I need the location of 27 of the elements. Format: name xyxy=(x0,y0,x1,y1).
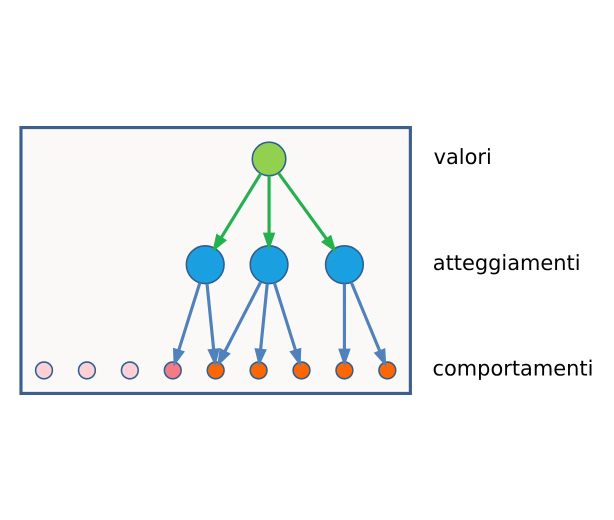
node-circle xyxy=(120,360,139,380)
node-circle xyxy=(206,360,225,380)
node-circle xyxy=(335,360,354,380)
node-circle xyxy=(292,360,311,380)
node-circle xyxy=(34,360,54,380)
node-circle xyxy=(186,244,225,284)
label: valori xyxy=(434,144,492,169)
arrow xyxy=(277,172,337,252)
arrow xyxy=(350,281,386,366)
arrow xyxy=(212,172,262,252)
arrow xyxy=(254,283,269,366)
node-circle xyxy=(249,360,268,380)
cluster xyxy=(19,126,412,394)
arrow xyxy=(272,282,302,366)
label: atteggiamenti xyxy=(432,250,581,274)
node-circle xyxy=(378,360,396,380)
arrow xyxy=(173,282,202,366)
node-circle xyxy=(324,244,364,284)
node-circle xyxy=(249,244,289,284)
arrow xyxy=(262,175,276,250)
arrow xyxy=(338,283,351,366)
node-circle xyxy=(252,140,287,176)
label: comportamenti xyxy=(432,356,594,380)
arrow xyxy=(217,280,262,366)
node-circle xyxy=(78,360,96,380)
arrow xyxy=(205,283,220,366)
node-circle xyxy=(164,360,182,380)
